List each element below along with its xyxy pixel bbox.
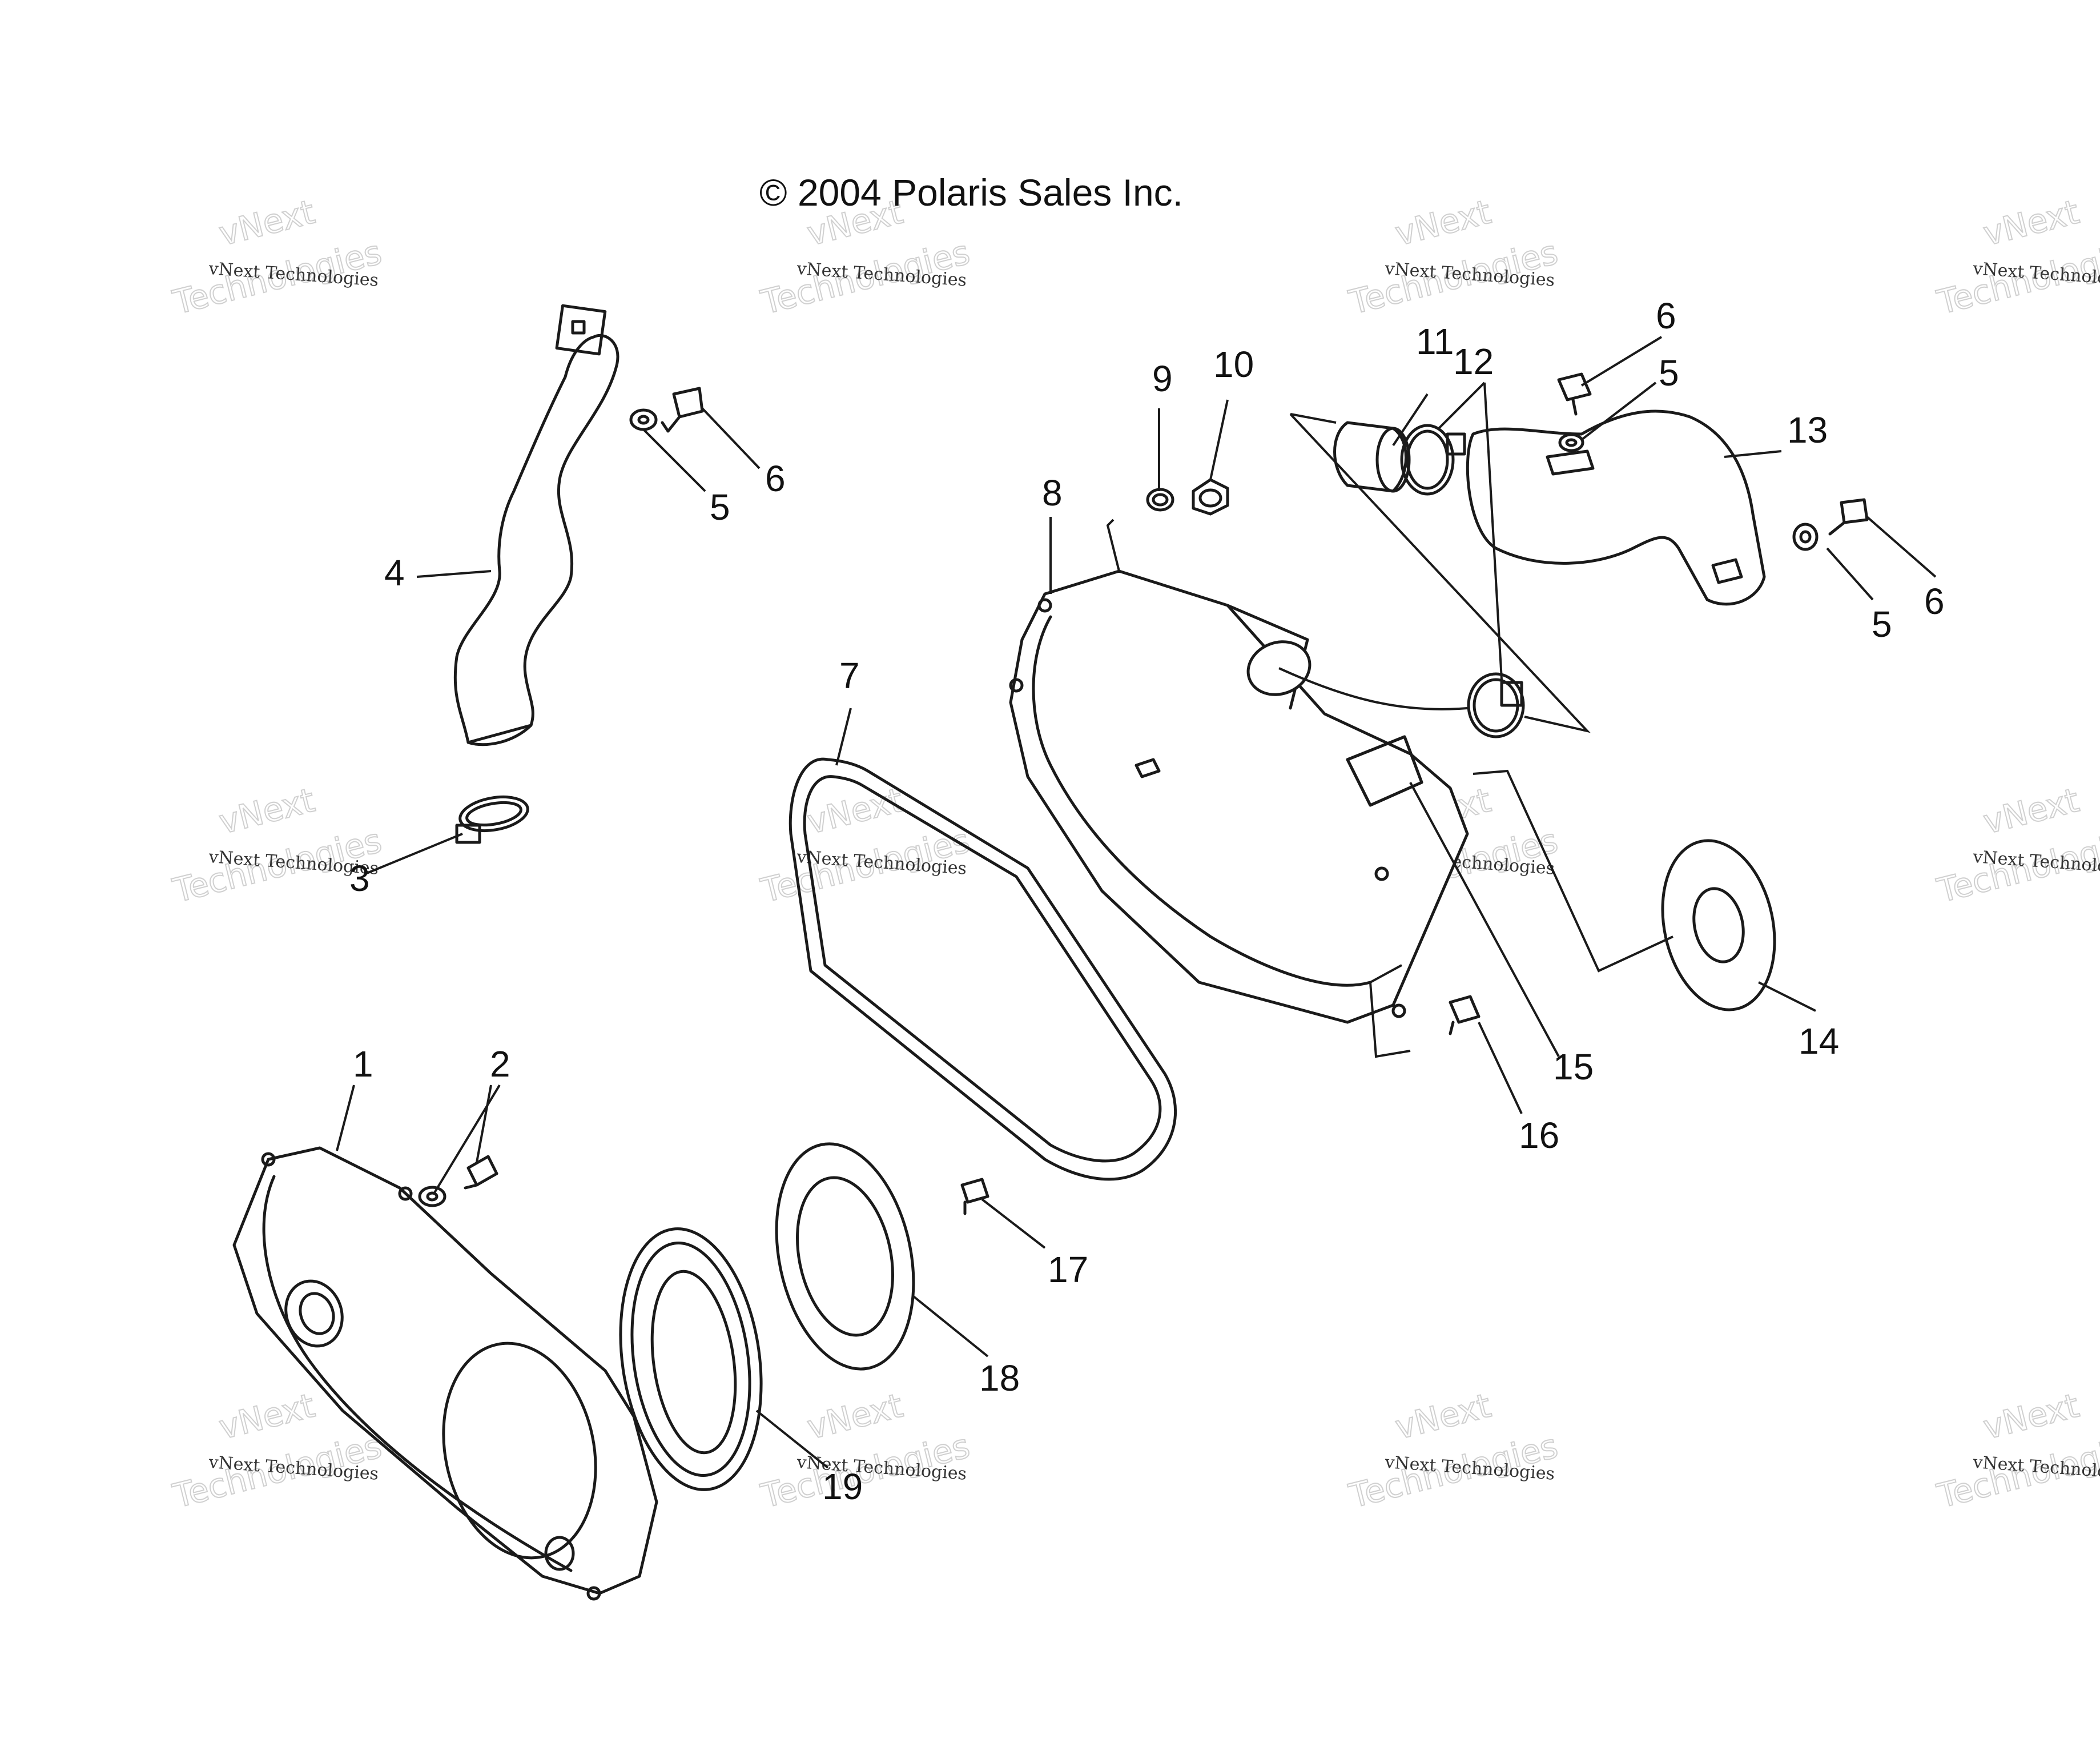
part-19-cover-seal [619, 1227, 763, 1491]
callout-6-top-right: 6 [1656, 295, 1676, 336]
part-6-bolt-right [1828, 498, 1869, 536]
part-9-o-ring [1146, 488, 1174, 512]
callout-7: 7 [839, 655, 860, 696]
callout-9: 9 [1152, 358, 1173, 399]
watermark-big-line1: vNext [803, 781, 907, 842]
watermark-big-line1: vNext [215, 781, 319, 842]
part-17-screw [960, 1178, 989, 1215]
part-6-bolt-left [661, 387, 704, 433]
part-3-hose-clamp [455, 796, 529, 844]
callout-17: 17 [1048, 1249, 1088, 1290]
watermark-big-line1: vNext [1391, 192, 1495, 254]
part-1-inner-clutch-cover [232, 1146, 658, 1601]
watermark-big-line1: vNext [1980, 781, 2083, 842]
callout-5-upper-left: 5 [710, 487, 730, 528]
callout-19: 19 [822, 1466, 863, 1507]
part-7-drive-belt [788, 757, 1177, 1181]
callout-11: 11 [1416, 321, 1454, 362]
part-5-washer-left [629, 408, 658, 431]
callout-12: 12 [1453, 341, 1494, 382]
callout-13: 13 [1787, 409, 1828, 451]
callout-4: 4 [384, 552, 405, 593]
part-12-clamp-lower [1467, 672, 1525, 738]
copyright-text: © 2004 Polaris Sales Inc. [759, 171, 1183, 214]
part-16-screw [1449, 995, 1481, 1035]
callout-8: 8 [1042, 472, 1063, 513]
watermark-big-line1: vNext [1980, 1386, 2083, 1447]
callout-5-top-right: 5 [1659, 352, 1679, 393]
callout-2: 2 [490, 1043, 510, 1085]
callout-6-right: 6 [1924, 581, 1945, 622]
part-4-intake-duct [453, 304, 619, 746]
callout-3: 3 [349, 858, 370, 899]
callout-labels: 1 2 3 4 5 6 7 8 9 10 11 12 13 6 5 5 6 14… [349, 295, 1945, 1507]
callout-leader-lines [336, 336, 1937, 1469]
part-10-plug [1192, 478, 1229, 516]
callout-1: 1 [353, 1043, 373, 1085]
watermark-big-line1: vNext [1391, 1386, 1495, 1447]
part-6-bolt-top-right [1557, 372, 1592, 416]
part-8-outer-clutch-cover [1009, 569, 1469, 1024]
part-14-seal [1661, 839, 1776, 1011]
part-5-washer-right [1792, 523, 1819, 551]
part-12-clamp-upper [1400, 424, 1466, 496]
watermark-big-line1: vNext [1980, 192, 2083, 254]
part-13-outlet-duct [1466, 409, 1766, 606]
callout-18: 18 [979, 1358, 1020, 1399]
watermark-big-line1: vNext [215, 1386, 319, 1447]
part-11-duct-adapter [1333, 421, 1411, 493]
watermark-big-line1: vNext [215, 192, 319, 254]
part-18-retainer-plate [775, 1142, 915, 1371]
part-5-washer-top-right [1558, 433, 1584, 452]
callout-5-right: 5 [1872, 604, 1892, 645]
callout-16: 16 [1519, 1115, 1559, 1156]
callout-15: 15 [1553, 1046, 1594, 1087]
callout-10: 10 [1213, 344, 1254, 385]
callout-14: 14 [1799, 1021, 1839, 1062]
callout-6-upper-left: 6 [765, 458, 786, 499]
part-2-bolt-and-washer [418, 1155, 498, 1207]
assembly-guide-lines [1106, 413, 1673, 1058]
watermark-big-line1: vNext [803, 1386, 907, 1447]
part-15-decal [1346, 735, 1423, 807]
